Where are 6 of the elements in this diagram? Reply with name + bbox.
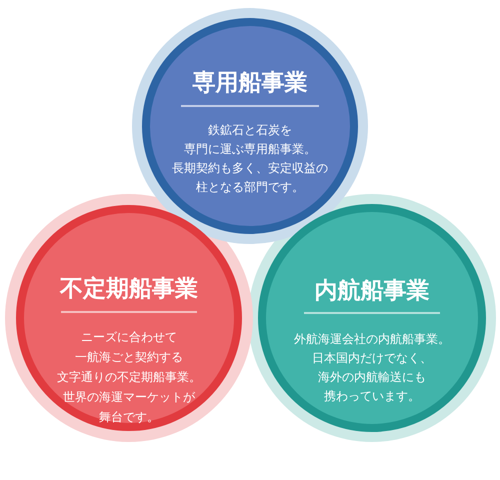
circle-description: ニーズに合わせて一航海ごと契約する文字通りの不定期船事業。世界の海運マーケットが舞台です。 xyxy=(56,329,202,426)
circle-description: 外航海運会社の内航船事業。日本国内だけでなく、海外の内航輸送にも携わっています。 xyxy=(293,330,451,404)
circle-title: 不定期船事業 xyxy=(58,276,199,302)
circle-title: 内航船事業 xyxy=(314,278,430,304)
circle-description: 鉄鉱石と石炭を専門に運ぶ専用船事業。長期契約も多く、安定収益の柱となる部門です。 xyxy=(171,122,329,196)
circle-title: 専用船事業 xyxy=(192,70,308,96)
